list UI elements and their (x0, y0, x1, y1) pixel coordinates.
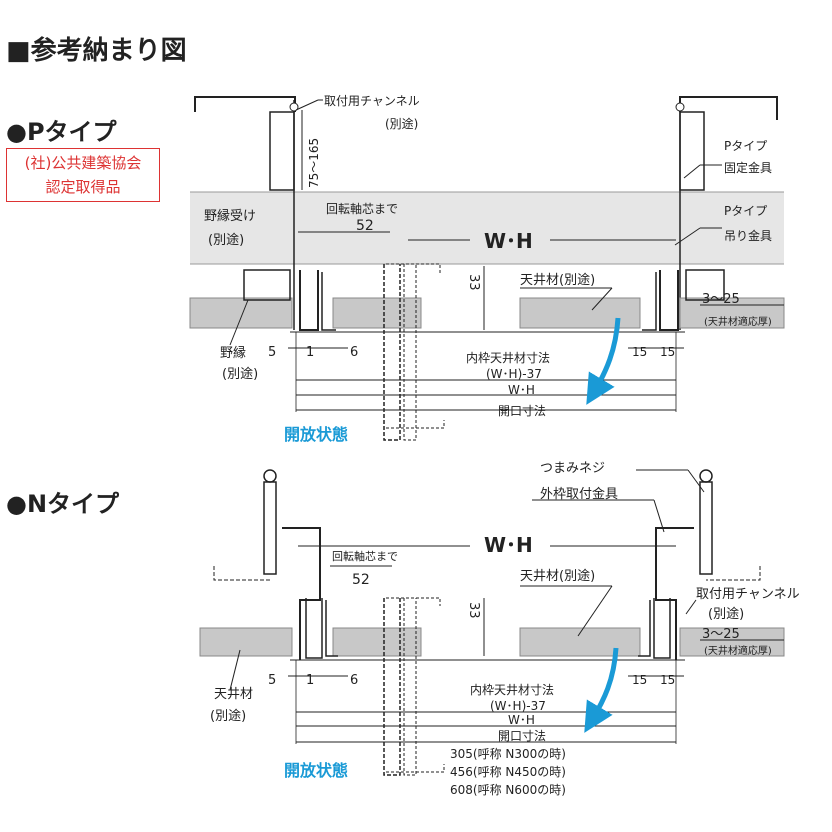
p-open-arrow (586, 317, 621, 405)
n-label-wh37: (W･H)-37 (490, 699, 546, 713)
p-label-fixing-2: 固定金具 (724, 160, 772, 175)
n-label-608: 608(呼称 N600の時) (450, 783, 566, 797)
p-label-runner-1: 野縁受け (204, 208, 256, 224)
n-open-arrow (584, 647, 619, 733)
n-knob-screw-right (699, 481, 713, 575)
p-ceiling-board-left (189, 297, 293, 329)
n-label-305: 305(呼称 N300の時) (450, 747, 566, 761)
p-label-channel: 取付用チャンネル (324, 94, 420, 108)
n-label-ceiling2-1: 天井材 (214, 687, 253, 702)
n-label-channel: 取付用チャンネル (696, 587, 800, 602)
p-type-drawing: 取付用チャンネル (別途) 75～165 Pタイプ 固定金具 野縁受け (別途)… (189, 94, 785, 444)
p-label-opening: 開口寸法 (498, 404, 546, 418)
certification-badge: (社)公共建築協会 認定取得品 (6, 148, 160, 202)
p-label-wh: W･H (508, 383, 535, 397)
p-ceiling-board-right (679, 297, 785, 329)
n-label-knob: つまみネジ (540, 461, 605, 476)
p-runner-band (190, 192, 784, 264)
n-label-ceiling2-2: (別途) (210, 708, 246, 724)
p-label-noen-1: 野縁 (220, 345, 246, 361)
n-ceiling-board-inner-left (332, 627, 422, 657)
n-label-wh-big: W･H (484, 533, 533, 557)
p-label-wh37: (W･H)-37 (486, 367, 542, 381)
p-label-3-25: 3～25 (702, 292, 740, 307)
p-type-heading: ●Pタイプ (6, 118, 117, 146)
n-label-52: 52 (352, 572, 370, 588)
n-label-1: 1 (306, 673, 314, 688)
p-label-5: 5 (268, 345, 276, 360)
p-label-channel-sub: (別途) (385, 116, 418, 131)
n-label-3-25: 3～25 (702, 627, 740, 642)
n-label-open-state: 開放状態 (284, 761, 348, 780)
n-label-ceiling: 天井材(別途) (520, 568, 595, 584)
p-label-52: 52 (356, 218, 374, 234)
n-label-inner: 内枠天井材寸法 (470, 683, 554, 697)
n-type-drawing: つまみネジ 外枠取付金具 W･H 回転軸芯まで 52 天井材(別途) 33 取付… (199, 461, 800, 797)
p-label-33: 33 (466, 274, 481, 291)
n-label-bracket: 外枠取付金具 (540, 486, 618, 502)
n-label-15b: 15 (660, 673, 675, 687)
p-label-wh-big: W･H (484, 229, 533, 253)
p-label-inner: 内枠天井材寸法 (466, 351, 550, 365)
p-label-15b: 15 (660, 345, 675, 359)
n-label-channel-sub: (別途) (708, 606, 744, 622)
n-label-thickness: (天井材適応厚) (704, 644, 772, 657)
n-knob-screw-left (263, 481, 277, 575)
n-label-opening: 開口寸法 (498, 729, 546, 743)
n-label-wh: W･H (508, 713, 535, 727)
cert-line-2: 認定取得品 (45, 178, 121, 196)
p-ceiling-board-inner-left (332, 297, 422, 329)
p-label-1: 1 (306, 345, 314, 360)
p-label-hanger-1: Pタイプ (724, 204, 767, 218)
n-label-456: 456(呼称 N450の時) (450, 765, 566, 779)
p-label-hanger-2: 吊り金具 (724, 228, 772, 243)
p-label-75-165: 75～165 (307, 138, 321, 188)
p-label-runner-2: (別途) (208, 232, 244, 248)
p-label-fixing-1: Pタイプ (724, 139, 767, 153)
n-ceiling-board-right (679, 627, 785, 657)
n-label-5: 5 (268, 673, 276, 688)
p-top-channel-left (194, 96, 296, 112)
page-title: ■参考納まり図 (6, 36, 187, 66)
p-label-15a: 15 (632, 345, 647, 359)
p-label-thickness: (天井材適応厚) (704, 315, 772, 328)
p-label-ceiling: 天井材(別途) (520, 272, 595, 288)
n-label-pivot: 回転軸芯まで (332, 549, 398, 563)
p-label-pivot: 回転軸芯まで (326, 202, 398, 216)
cert-line-1: (社)公共建築協会 (24, 154, 142, 172)
p-label-6: 6 (350, 345, 358, 360)
p-label-open-state: 開放状態 (284, 425, 348, 444)
p-ceiling-board-inner-right (519, 297, 641, 329)
n-label-6: 6 (350, 673, 358, 688)
n-label-33: 33 (466, 602, 481, 619)
n-ceiling-board-left (199, 627, 293, 657)
n-type-heading: ●Nタイプ (6, 490, 120, 518)
p-label-noen-2: (別途) (222, 366, 258, 382)
p-top-channel-right (679, 96, 778, 120)
n-label-15a: 15 (632, 673, 647, 687)
